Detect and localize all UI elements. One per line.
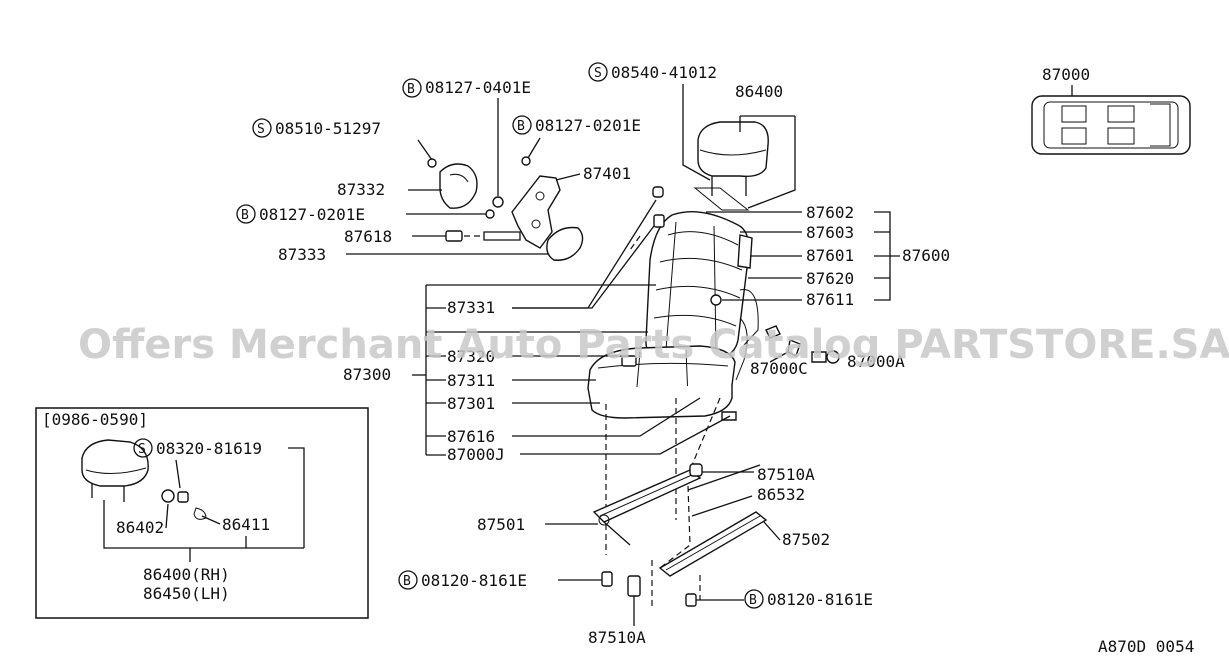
label-87510A-top[interactable]: 87510A	[757, 465, 815, 484]
label-87600[interactable]: 87600	[902, 246, 950, 265]
svg-text:S: S	[594, 66, 602, 81]
inset-headrest: [0986-0590] S 08320-81619 86402 86411 86…	[35, 407, 369, 619]
label-87601[interactable]: 87601	[806, 246, 854, 265]
label-87320[interactable]: 87320	[447, 347, 495, 366]
label-08120-8161E-right[interactable]: 08120-8161E	[767, 590, 873, 609]
label-87620[interactable]: 87620	[806, 269, 854, 288]
label-87331[interactable]: 87331	[447, 298, 495, 317]
label-86400-rh[interactable]: 86400(RH)	[143, 565, 230, 584]
rail-callouts: 87510A 86532 87501 87502 B 08120-8161E B…	[398, 465, 873, 647]
label-08127-0201E-lower[interactable]: 08127-0201E	[259, 205, 365, 224]
label-87301[interactable]: 87301	[447, 394, 495, 413]
bracket-assembly: B 08127-0401E B 08127-0201E S 08510-5129…	[236, 78, 641, 264]
label-86450-lh[interactable]: 86450(LH)	[143, 584, 230, 603]
inset-period[interactable]: [0986-0590]	[42, 410, 148, 429]
watermark: Offers Merchant Auto Parts Catalog PARTS…	[78, 322, 1229, 368]
label-87603[interactable]: 87603	[806, 223, 854, 242]
label-87000C[interactable]: 87000C	[750, 359, 808, 378]
label-87401[interactable]: 87401	[583, 164, 631, 183]
seat-back	[629, 186, 759, 361]
label-86411[interactable]: 86411	[222, 515, 270, 534]
label-08510-51297[interactable]: 08510-51297	[275, 119, 381, 138]
label-86400[interactable]: 86400	[735, 82, 783, 101]
label-87510A-bottom[interactable]: 87510A	[588, 628, 646, 647]
label-08127-0201E-upper[interactable]: 08127-0201E	[535, 116, 641, 135]
label-87616[interactable]: 87616	[447, 427, 495, 446]
label-87311[interactable]: 87311	[447, 371, 495, 390]
label-87333[interactable]: 87333	[278, 245, 326, 264]
svg-text:S: S	[257, 122, 265, 137]
seat-back-callouts: 87602 87603 87601 87620 87611 87600	[706, 203, 950, 309]
label-86532[interactable]: 86532	[757, 485, 805, 504]
label-87000A[interactable]: 87000A	[847, 352, 905, 371]
svg-text:B: B	[407, 82, 415, 97]
label-87502[interactable]: 87502	[782, 530, 830, 549]
svg-text:B: B	[517, 119, 525, 134]
headrest-86400: 86400	[693, 82, 796, 211]
label-86402[interactable]: 86402	[116, 518, 164, 537]
label-08320-81619[interactable]: 08320-81619	[156, 439, 262, 458]
label-87501[interactable]: 87501	[477, 515, 525, 534]
label-87602[interactable]: 87602	[806, 203, 854, 222]
label-87618[interactable]: 87618	[344, 227, 392, 246]
vehicle-top-view: 87000	[1031, 65, 1191, 155]
label-08127-0401E[interactable]: 08127-0401E	[425, 78, 531, 97]
label-87611[interactable]: 87611	[806, 290, 854, 309]
label-87332[interactable]: 87332	[337, 180, 385, 199]
label-87000[interactable]: 87000	[1042, 65, 1090, 84]
label-08540-41012[interactable]: 08540-41012	[611, 63, 717, 82]
seat-cushion-callouts: 87000A 87000C 87331 87320 87311 87301 87…	[343, 199, 905, 464]
callout-08540-41012: S 08540-41012	[588, 62, 717, 181]
label-87000J[interactable]: 87000J	[447, 445, 505, 464]
svg-text:B: B	[403, 574, 411, 589]
label-08120-8161E-left[interactable]: 08120-8161E	[421, 571, 527, 590]
label-87300[interactable]: 87300	[343, 365, 391, 384]
svg-text:S: S	[138, 442, 146, 457]
svg-text:B: B	[241, 208, 249, 223]
seat-rails	[592, 397, 768, 608]
svg-text:B: B	[749, 593, 757, 608]
diagram-code: A870D 0054	[1098, 637, 1194, 656]
